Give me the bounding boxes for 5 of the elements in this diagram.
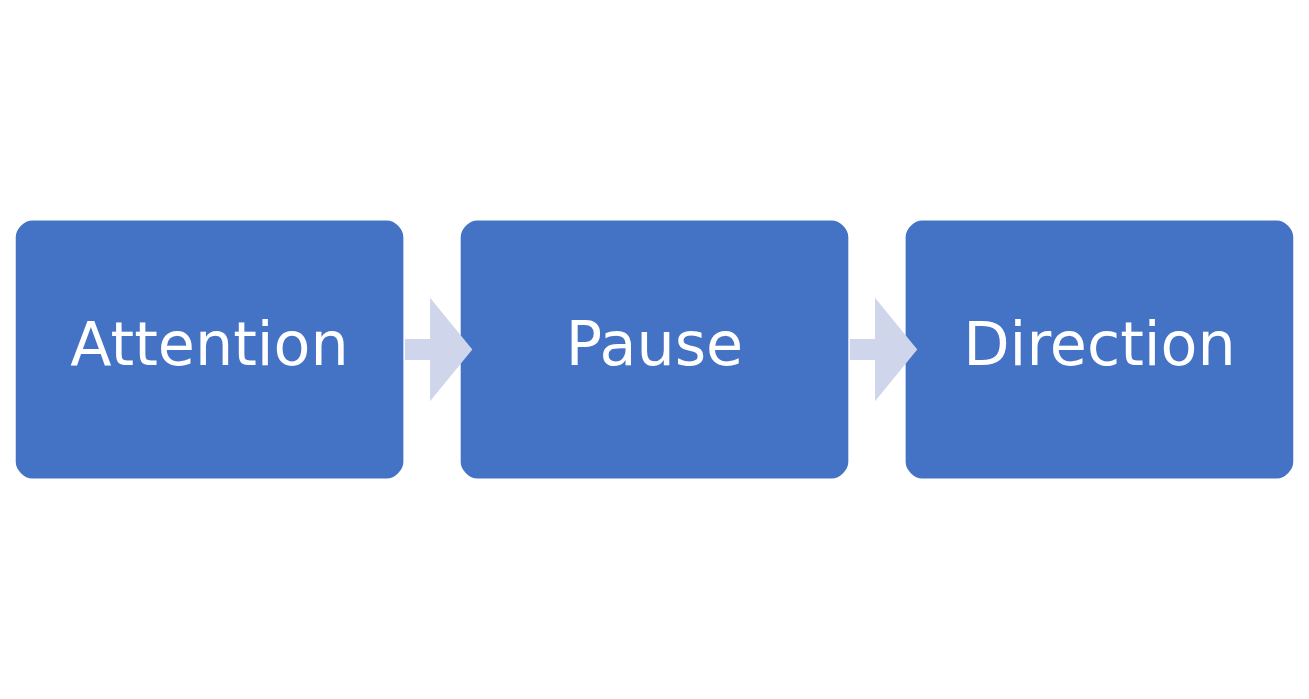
node-box: Direction xyxy=(902,217,1297,482)
node-box: Attention xyxy=(12,217,407,482)
arrow xyxy=(849,297,918,402)
arrow xyxy=(404,297,473,402)
node-box: Pause xyxy=(457,217,852,482)
